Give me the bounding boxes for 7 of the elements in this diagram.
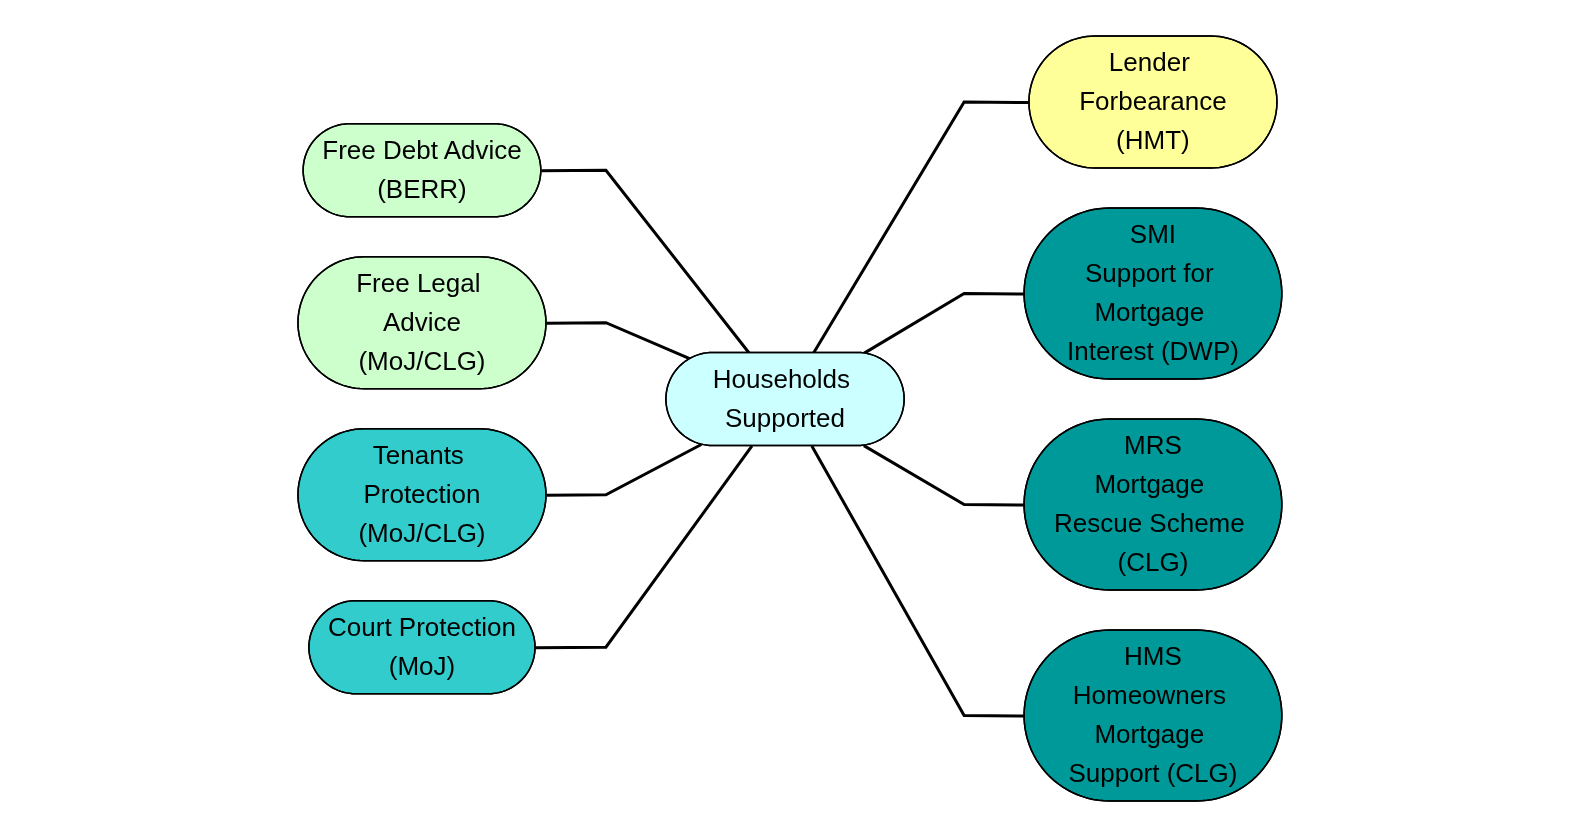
connector	[863, 443, 1025, 506]
connector	[812, 100, 1030, 354]
connector	[863, 291, 1025, 355]
connector	[535, 444, 754, 649]
connector	[810, 444, 1025, 717]
connector	[546, 320, 691, 360]
connector	[546, 442, 703, 497]
